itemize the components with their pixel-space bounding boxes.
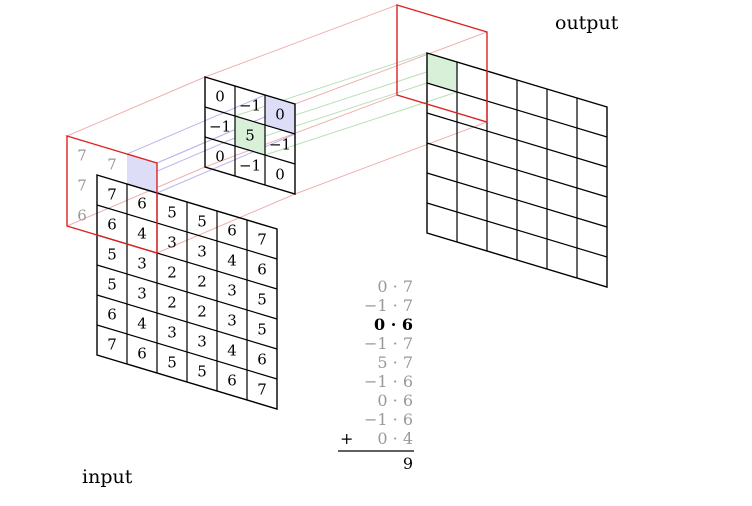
- input-cell: 5: [167, 354, 177, 372]
- input-cell: 7: [107, 336, 117, 354]
- input-cell: 3: [137, 285, 147, 303]
- input-cell: 6: [257, 351, 267, 369]
- sum-term: 5 · 7: [377, 353, 413, 372]
- input-highlight-cell: [127, 154, 157, 193]
- input-cell: 3: [197, 333, 207, 351]
- projection-line-green: [234, 82, 428, 147]
- output-frame-box: [396, 4, 488, 123]
- output-gridline: [426, 202, 608, 258]
- input-cell: 5: [257, 291, 267, 309]
- input-receptive-field: [66, 135, 158, 254]
- input-cell: 4: [227, 252, 237, 270]
- projection-line-red: [204, 94, 398, 168]
- input-cell: 2: [167, 264, 177, 282]
- input-label: input: [82, 466, 133, 488]
- kernel-blue-cell: [265, 95, 295, 134]
- input-gridline: [96, 294, 278, 350]
- sum-term: −1 · 6: [364, 372, 413, 391]
- ghost-cell: 7: [77, 177, 87, 195]
- input-gridline: [96, 264, 278, 320]
- output-matrix: [426, 52, 608, 288]
- projection-line-red: [204, 4, 398, 78]
- ghost-cell: 6: [77, 207, 87, 225]
- output-projection-frame: [396, 4, 488, 123]
- output-result-cell: [427, 53, 457, 92]
- input-cell: 3: [167, 324, 177, 342]
- projection-line-blue: [156, 133, 296, 194]
- projection-line-red: [66, 76, 206, 137]
- output-gridline: [426, 172, 608, 228]
- input-matrix: 7 6 5 5 6 7 6 4 3 3 4 6 5 3 2 2 3 5 5 3 2 2 3 5 6 4 3 3 4 6 7 6 5 5 6 7: [96, 154, 278, 410]
- kernel-matrix: 0 −1 0 −1 5 −1 0 −1 0: [204, 76, 296, 195]
- kernel-cell: 5: [245, 127, 255, 145]
- input-cell: 2: [167, 294, 177, 312]
- input-cell: 7: [107, 186, 117, 204]
- output-gridline: [426, 112, 608, 168]
- kernel-gridline: [204, 136, 296, 165]
- receptive-field-box: [66, 135, 158, 254]
- kernel-cell: 0: [275, 106, 285, 124]
- input-cell: 7: [257, 231, 267, 249]
- kernel-cell: −1: [209, 118, 231, 136]
- input-cell: 3: [197, 243, 207, 261]
- sum-term: 0 · 6: [374, 315, 413, 334]
- sum-term: 0 · 7: [377, 277, 413, 296]
- kernel-gridline: [204, 106, 296, 135]
- output-gridline: [426, 142, 608, 198]
- kernel-cell: 0: [215, 88, 225, 106]
- input-cell: 3: [227, 312, 237, 330]
- input-cell: 4: [227, 342, 237, 360]
- input-cell: 7: [257, 381, 267, 399]
- input-cell: 6: [137, 195, 147, 213]
- input-cell: 6: [107, 216, 117, 234]
- sum-term: 0 · 6: [377, 391, 413, 410]
- computation-sum: 0 · 7−1 · 70 · 6−1 · 75 · 7−1 · 60 · 6−1…: [338, 277, 414, 473]
- ghost-cell: 7: [107, 156, 117, 174]
- projection-line-green: [264, 61, 458, 126]
- input-cell: 6: [227, 222, 237, 240]
- projection-line-red: [156, 193, 296, 254]
- input-cell: 4: [137, 225, 147, 243]
- input-cell: 5: [107, 276, 117, 294]
- input-cell: 5: [257, 321, 267, 339]
- projection-line-green: [264, 91, 458, 156]
- input-cell: 5: [197, 363, 207, 381]
- input-cell: 5: [197, 213, 207, 231]
- kernel-cell: 0: [275, 166, 285, 184]
- kernel-cell: −1: [239, 157, 261, 175]
- projection-line-red: [294, 121, 488, 195]
- projection-line-green: [234, 52, 428, 117]
- projection-line-red: [294, 31, 488, 105]
- sum-term: 0 · 4: [377, 429, 413, 448]
- projection-line-red: [66, 166, 206, 227]
- output-label: output: [555, 12, 619, 34]
- input-cell: 2: [197, 303, 207, 321]
- input-cell: 6: [257, 261, 267, 279]
- output-gridline: [426, 82, 608, 138]
- input-cell: 5: [107, 246, 117, 264]
- sum-term: −1 · 7: [364, 334, 413, 353]
- sum-term: −1 · 6: [364, 410, 413, 429]
- input-cell: 3: [227, 282, 237, 300]
- sum-plus-sign: +: [340, 429, 353, 448]
- sum-result: 9: [403, 454, 413, 473]
- sum-term: −1 · 7: [364, 296, 413, 315]
- kernel-cell: 0: [215, 148, 225, 166]
- projection-line-blue: [126, 94, 266, 155]
- input-gridline: [96, 324, 278, 380]
- input-cell: 6: [227, 372, 237, 390]
- kernel-cell: −1: [239, 97, 261, 115]
- kernel-cell: −1: [269, 136, 291, 154]
- input-cell: 6: [137, 345, 147, 363]
- input-cell: 3: [167, 234, 177, 252]
- input-gridline: [96, 204, 278, 260]
- input-cell: 2: [197, 273, 207, 291]
- input-cell: 5: [167, 204, 177, 222]
- input-cell: 4: [137, 315, 147, 333]
- input-cell: 3: [137, 255, 147, 273]
- ghost-cell: 7: [77, 147, 87, 165]
- input-cell: 6: [107, 306, 117, 324]
- kernel-center-cell: [235, 116, 265, 155]
